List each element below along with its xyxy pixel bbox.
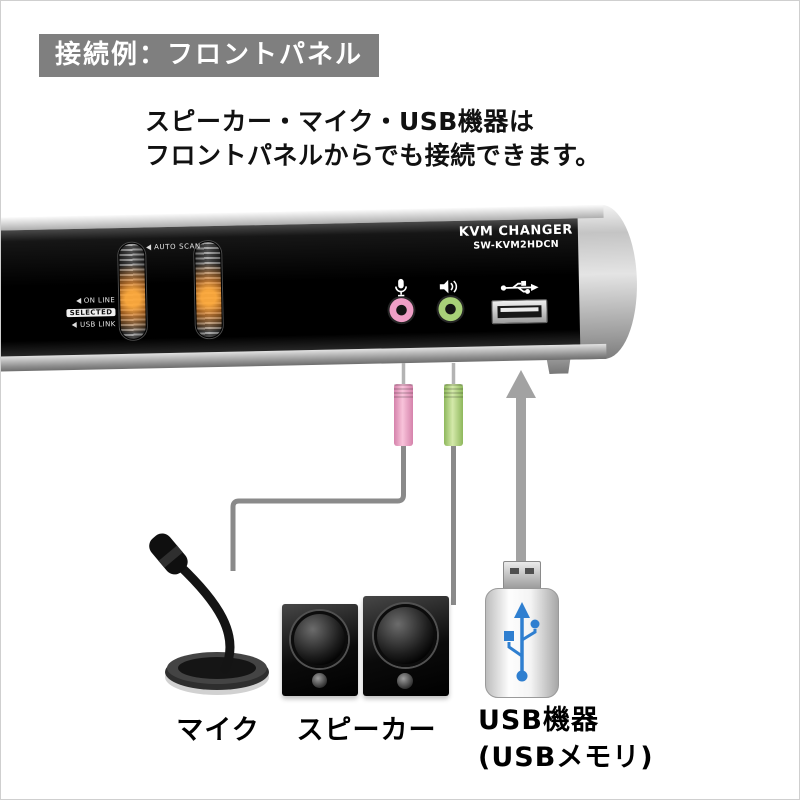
brand-text: KVM CHANGER	[458, 222, 574, 240]
usb-connector-hole	[525, 568, 534, 574]
usb-link-label: USB LINK	[80, 320, 116, 329]
device-branding: KVM CHANGER SW-KVM2HDCN	[441, 222, 592, 252]
usb-port	[491, 299, 548, 325]
auto-scan-label: AUTO SCAN	[154, 242, 201, 252]
kvm-device: AUTO SCAN ON LINE SELECTED USB LINK	[1, 204, 639, 372]
usb-caption: USB機器 (USBメモリ)	[478, 702, 654, 776]
up-arrow-shaft	[516, 397, 526, 563]
label-arrow-icon	[72, 321, 78, 329]
header-badge: 接続例：フロントパネル	[39, 34, 380, 77]
speaker-right-illustration	[363, 596, 449, 696]
usb-symbol-icon	[500, 280, 539, 294]
port-slider-switch-2	[193, 240, 224, 339]
led-glow-1	[119, 243, 147, 340]
speaker-plug	[444, 384, 463, 446]
front-panel: AUTO SCAN ON LINE SELECTED USB LINK	[1, 218, 581, 357]
speaker-knob	[312, 673, 327, 688]
mic-caption: マイク	[176, 715, 260, 746]
speaker-cone	[374, 604, 437, 667]
label-arrow-icon	[75, 297, 81, 304]
mic-plug	[394, 384, 413, 446]
speaker-knob	[397, 673, 413, 689]
led-glow-2	[195, 241, 223, 338]
online-label: ON LINE	[83, 296, 116, 305]
usb-caption-line-2: (USBメモリ)	[478, 742, 654, 773]
description-line-1: スピーカー・マイク・USB機器は	[145, 107, 535, 136]
mic-capsule	[149, 533, 188, 575]
mic-icon	[395, 278, 407, 297]
mic-gooseneck	[174, 560, 235, 674]
usb-caption-line-1: USB機器	[478, 705, 599, 736]
speaker-cone	[291, 611, 348, 668]
usb-stick-connector	[503, 561, 541, 589]
usb-port-tongue	[500, 307, 539, 313]
usb-trident-icon	[504, 602, 540, 682]
speaker-caption: スピーカー	[296, 715, 437, 746]
label-arrow-icon	[146, 244, 152, 251]
usb-link-label-row: USB LINK	[46, 318, 116, 331]
usb-port-slot	[497, 305, 542, 319]
speaker-volume-icon	[439, 279, 458, 294]
auto-scan-label-row: AUTO SCAN	[146, 242, 201, 251]
microphone-illustration	[149, 533, 269, 695]
model-number: SW-KVM2HDCN	[473, 238, 560, 252]
port-slider-switch-1	[118, 242, 148, 341]
speaker-left-illustration	[282, 604, 358, 696]
speaker-jack	[438, 296, 463, 322]
usb-stick-body	[485, 588, 559, 698]
description-text: スピーカー・マイク・USB機器は フロントパネルからでも接続できます。	[145, 105, 601, 173]
status-labels: ON LINE SELECTED USB LINK	[45, 294, 116, 331]
usb-connector-hole	[510, 568, 519, 574]
up-arrow-head	[506, 370, 536, 398]
selected-label: SELECTED	[66, 308, 116, 318]
mic-jack	[389, 297, 414, 323]
usb-stick-illustration	[483, 557, 561, 699]
description-line-2: フロントパネルからでも接続できます。	[145, 141, 601, 170]
